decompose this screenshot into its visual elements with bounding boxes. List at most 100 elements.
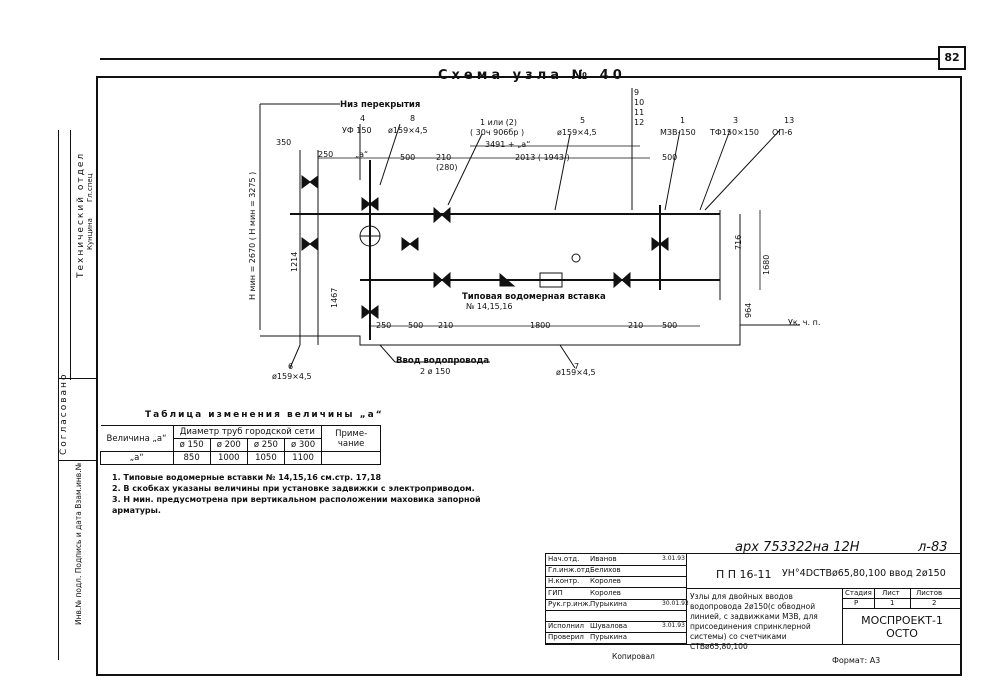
stamp-role: Нач.отд. — [548, 555, 580, 563]
callout-5-text: ø159×4,5 — [557, 128, 597, 137]
stamp-person: Пурыкина — [590, 633, 628, 642]
org-name: МОСПРОЕКТ-1 ОСТО — [861, 614, 943, 640]
callout-3-text: ТФ150×150 — [710, 128, 760, 137]
stamp-role-row: Рук.гр.инж.Пурыкина — [546, 599, 686, 611]
value-table-caption: Таблица изменения величины „а“ — [145, 410, 384, 420]
gauge-circle — [571, 253, 581, 263]
archive-l: л-83 — [918, 540, 948, 555]
note-3: 3. Н мин. предусмотрена при вертикальном… — [112, 495, 481, 515]
stamp-person: Королев — [590, 588, 621, 597]
stamp-code: П П 16-11 — [716, 568, 772, 581]
stamp-person: Белихов — [590, 566, 621, 575]
valve-right — [651, 237, 669, 251]
callout-3-num: 3 — [733, 116, 739, 125]
valve-bypass — [401, 237, 419, 251]
diam-200: ø 200 — [209, 438, 248, 452]
dim-716: 716 — [734, 234, 743, 250]
diameter-head: Диаметр труб городской сети — [172, 425, 323, 439]
callout-9-12: 9 10 11 12 — [634, 88, 645, 127]
stamp-role: Рук.гр.инж. — [548, 599, 591, 608]
vvod-pipe: 2 ø 150 — [420, 367, 451, 376]
note-empty — [321, 451, 382, 465]
valve-center-1 — [361, 197, 379, 211]
dim-210a: 210 — [436, 153, 452, 162]
vvod-label: Ввод водопровода — [396, 356, 490, 366]
dim-500a: 500 — [400, 153, 416, 162]
notes-block: 1. Типовые водомерные вставки № 14,15,16… — [112, 472, 532, 516]
stamp-role-row — [546, 610, 686, 622]
dim-964: 964 — [744, 302, 753, 318]
hmin-label: Н мин = 2670 ( Н мин = 3275 ) — [248, 171, 257, 300]
dim-500c: 500 — [408, 321, 424, 330]
val-200: 1000 — [209, 451, 248, 465]
dim-250b: 250 — [376, 321, 392, 330]
value-table: Величина „а“ Диаметр труб городской сети… — [100, 425, 382, 465]
diam-150: ø 150 — [172, 438, 211, 452]
drawing-frame — [96, 76, 962, 676]
callout-6-num: 6 — [288, 362, 294, 371]
dim-1800: 1800 — [530, 321, 551, 330]
stamp-description: Узлы для двойных вводов водопровода 2ø15… — [690, 592, 818, 651]
pipe-right: ø159×4,5 — [556, 368, 596, 377]
water-meter — [539, 272, 563, 288]
dim-280: (280) — [436, 163, 458, 172]
valve-center-2 — [361, 305, 379, 319]
stage-val: Р — [854, 599, 859, 607]
vstavka-label: Типовая водомерная вставка — [462, 292, 606, 302]
callout-13-num: 13 — [784, 116, 795, 125]
stamp-date: 3.01.93 — [662, 555, 685, 562]
stamp-person: Иванов — [590, 555, 617, 563]
stage-head: Стадия — [845, 589, 872, 597]
stamp-role: Гл.инж.отд. — [548, 566, 593, 575]
callout-4-num: 4 — [360, 114, 366, 123]
reducer-1 — [499, 272, 516, 287]
sheet-number: 82 — [938, 46, 966, 70]
diam-300: ø 300 — [283, 438, 323, 452]
dim-210c: 210 — [438, 321, 454, 330]
diam-250: ø 250 — [246, 438, 285, 452]
note-head: Приме-чание — [321, 425, 382, 452]
dim-250a: 250 — [318, 150, 334, 159]
stamp-date: 30.01.93 — [662, 599, 689, 607]
copied-label: Копировал — [612, 652, 655, 661]
callout-4-text: УФ 150 — [342, 126, 372, 135]
dim-1214: 1214 — [290, 251, 299, 272]
valve-lower-2 — [613, 271, 631, 289]
stamp-date: 3.01.93 — [662, 622, 685, 630]
note-2: 2. В скобках указаны величины при устано… — [112, 484, 475, 493]
stamp-unit: УН°4DСТВø65,80,100 ввод 2ø150 — [782, 568, 946, 579]
pipe-left: ø159×4,5 — [272, 372, 312, 381]
callout-1or2-num: 1 или (2) — [480, 118, 518, 127]
callout-5-num: 5 — [580, 116, 586, 125]
row-label: Величина „а“ — [100, 425, 174, 452]
stamp-role: Проверил — [548, 633, 584, 642]
val-250: 1050 — [246, 451, 285, 465]
dim-500d: 500 — [662, 321, 678, 330]
callout-1or2-text: ( 30ч 906бр ) — [470, 128, 525, 137]
note-1: 1. Типовые водомерные вставки № 14,15,16… — [112, 473, 382, 482]
callout-1-text: МЗВ-150 — [660, 128, 696, 137]
valve-main — [433, 206, 451, 224]
list-head: Лист — [882, 589, 900, 597]
stamp-person: Пурыкина — [590, 599, 628, 608]
dim-2013: 2013 ( 1943 ) — [515, 153, 570, 162]
dim-350: 350 — [276, 138, 292, 147]
row-symbol: „а“ — [100, 451, 174, 465]
callout-8-num: 8 — [410, 114, 416, 123]
stamp-role-row: Проверил Пурыкина — [546, 632, 686, 645]
stamp-role: Н.контр. — [548, 577, 580, 586]
callout-7-num: 7 — [574, 362, 580, 371]
uk-ch-p: Ук. ч. п. — [788, 318, 821, 327]
stamp-role: Исполнил — [548, 622, 585, 631]
valve-left-2 — [301, 237, 319, 251]
callout-1-num: 1 — [680, 116, 686, 125]
stamp-role-row: Н.контр.Королев — [546, 576, 686, 589]
callout-8-text: ø159×4,5 — [388, 126, 428, 135]
scheme-title: Схема узла № 40 — [438, 68, 626, 83]
val-150: 850 — [172, 451, 211, 465]
val-300: 1100 — [283, 451, 323, 465]
